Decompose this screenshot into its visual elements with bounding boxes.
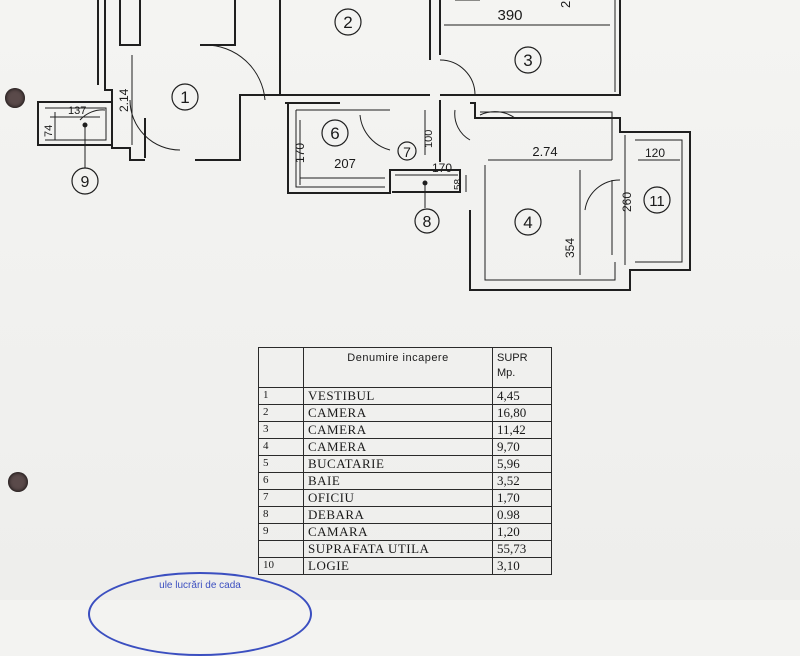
header-name: Denumire incapere [303,347,493,388]
dim-74: 74 [43,125,55,137]
room-number-4: 4 [523,213,532,232]
cell-area: 5,96 [492,455,552,473]
dim-120: 120 [645,146,665,160]
dim-170a: 170 [293,143,307,163]
cell-nr: 8 [258,506,304,524]
cell-name: CAMERA [303,438,493,456]
punch-hole [5,88,25,108]
dim-100: 100 [423,130,435,148]
cell-nr: 1 [258,387,304,405]
dim-214: 2.14 [117,88,131,112]
cell-nr: 4 [258,438,304,456]
cell-nr: 10 [258,557,304,575]
dim-58: 58 [453,178,464,190]
dim-260: 260 [620,192,634,212]
cell-area: 11,42 [492,421,552,439]
floor-plan: 1 2 3 4 6 7 8 9 11 390 2 2.14 137 74 170… [37,0,691,291]
dim-170b: 170 [432,161,452,175]
cell-nr: 2 [258,404,304,422]
cell-name: CAMARA [303,523,493,541]
cell-nr: 9 [258,523,304,541]
room-number-3: 3 [523,51,532,70]
cell-nr: 5 [258,455,304,473]
cadastre-stamp: ule lucrări de cada [88,572,312,656]
cell-name: OFICIU [303,489,493,507]
header-unit: Mp. [497,367,516,379]
punch-hole [8,472,28,492]
header-supr: SUPR [497,352,528,364]
room-number-1: 1 [180,88,189,107]
header-nr [258,347,304,388]
cell-area: 1,20 [492,523,552,541]
cell-name: LOGIE [303,557,493,575]
cell-area: 3,10 [492,557,552,575]
cell-area: 9,70 [492,438,552,456]
dim-390: 390 [497,7,522,24]
stamp-text: ule lucrări de cada [159,580,241,591]
cell-nr: 6 [258,472,304,490]
table-header-row: Denumire incapere SUPR Mp. [258,347,552,388]
room-number-6: 6 [330,124,339,143]
header-area: SUPR Mp. [492,347,552,388]
dim-354: 354 [563,238,577,258]
room-number-8: 8 [423,214,432,231]
cell-area: 3,52 [492,472,552,490]
cell-name: CAMERA [303,404,493,422]
cell-name: BUCATARIE [303,455,493,473]
cell-name: VESTIBUL [303,387,493,405]
cell-area: 4,45 [492,387,552,405]
cell-name: DEBARA [303,506,493,524]
room-number-11: 11 [649,193,665,210]
cell-area: 16,80 [492,404,552,422]
cell-nr: 7 [258,489,304,507]
dim-137: 137 [68,105,86,117]
cell-area: 55,73 [492,540,552,558]
cell-nr: 3 [258,421,304,439]
room-number-7: 7 [403,144,411,160]
cell-area: 0.98 [492,506,552,524]
cell-name: SUPRAFATA UTILA [303,540,493,558]
dim-274: 2.74 [532,144,557,159]
cell-area: 1,70 [492,489,552,507]
dim-207: 207 [334,156,356,171]
room-number-2: 2 [343,13,352,32]
dim-2: 2 [558,1,573,8]
cell-name: CAMERA [303,421,493,439]
cell-nr [258,540,304,558]
cell-name: BAIE [303,472,493,490]
room-number-9: 9 [81,174,90,191]
